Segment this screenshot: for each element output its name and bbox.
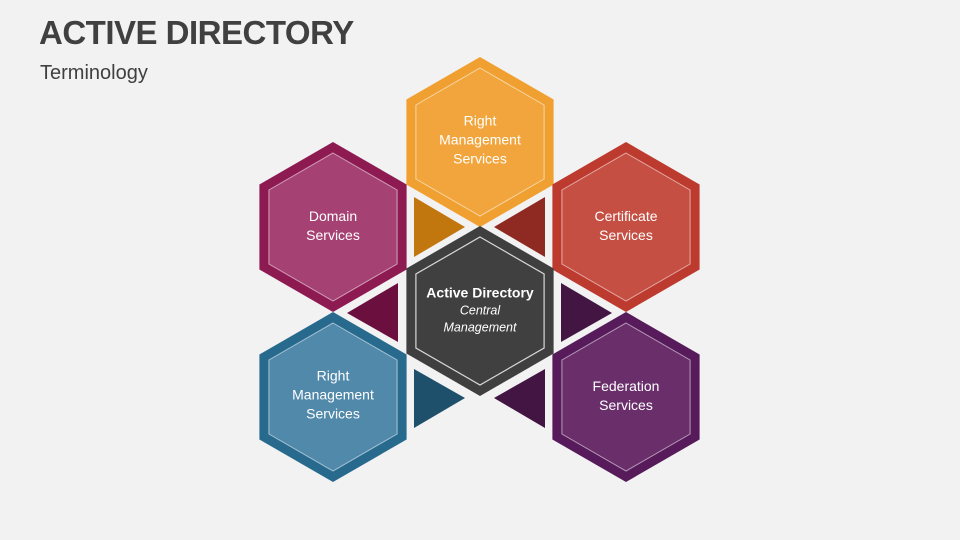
hexagon-inner-certificate xyxy=(561,152,691,302)
label-line: Management xyxy=(292,386,374,403)
connector-triangle-federation xyxy=(561,283,612,342)
label-line: Services xyxy=(306,227,360,243)
label-line: Services xyxy=(599,227,653,243)
label-line: Services xyxy=(599,397,653,413)
connector-triangle-right-mgmt xyxy=(414,369,465,428)
hex-label-top: Right Management Services xyxy=(410,112,550,169)
slide-title: ACTIVE DIRECTORY xyxy=(39,14,354,51)
hexagon-inner-right-mgmt xyxy=(268,322,398,472)
label-line: Management xyxy=(439,131,521,148)
center-title: Active Directory xyxy=(426,284,534,301)
hex-label-domain: Domain Services xyxy=(263,207,403,245)
hex-label-center: Active Directory Central Management xyxy=(410,284,550,337)
label-line: Certificate xyxy=(594,208,658,224)
center-subtitle: Management xyxy=(443,320,517,335)
connector-triangle-bottom-right xyxy=(494,369,545,428)
label-line: Services xyxy=(453,150,507,167)
hexagon-inner-federation xyxy=(561,322,691,472)
center-subtitle: Central xyxy=(459,303,501,318)
hex-label-certificate: Certificate Services xyxy=(556,207,696,245)
label-line: Domain xyxy=(308,208,358,224)
slide-subtitle: Terminology xyxy=(40,62,148,84)
label-line: Right xyxy=(316,367,350,384)
connector-triangle-domain xyxy=(347,283,398,342)
hex-label-federation: Federation Services xyxy=(556,377,696,415)
connector-triangle-certificate xyxy=(494,197,545,257)
hexagon-inner-domain xyxy=(268,152,398,302)
label-line: Right xyxy=(463,112,497,129)
hexagon-inner-top xyxy=(415,67,545,217)
connector-triangle-top xyxy=(414,197,465,257)
hexagon-inner-center xyxy=(415,236,545,386)
label-line: Federation xyxy=(592,378,660,394)
hex-label-right-management: Right Management Services xyxy=(263,367,403,424)
label-line: Services xyxy=(306,405,360,422)
